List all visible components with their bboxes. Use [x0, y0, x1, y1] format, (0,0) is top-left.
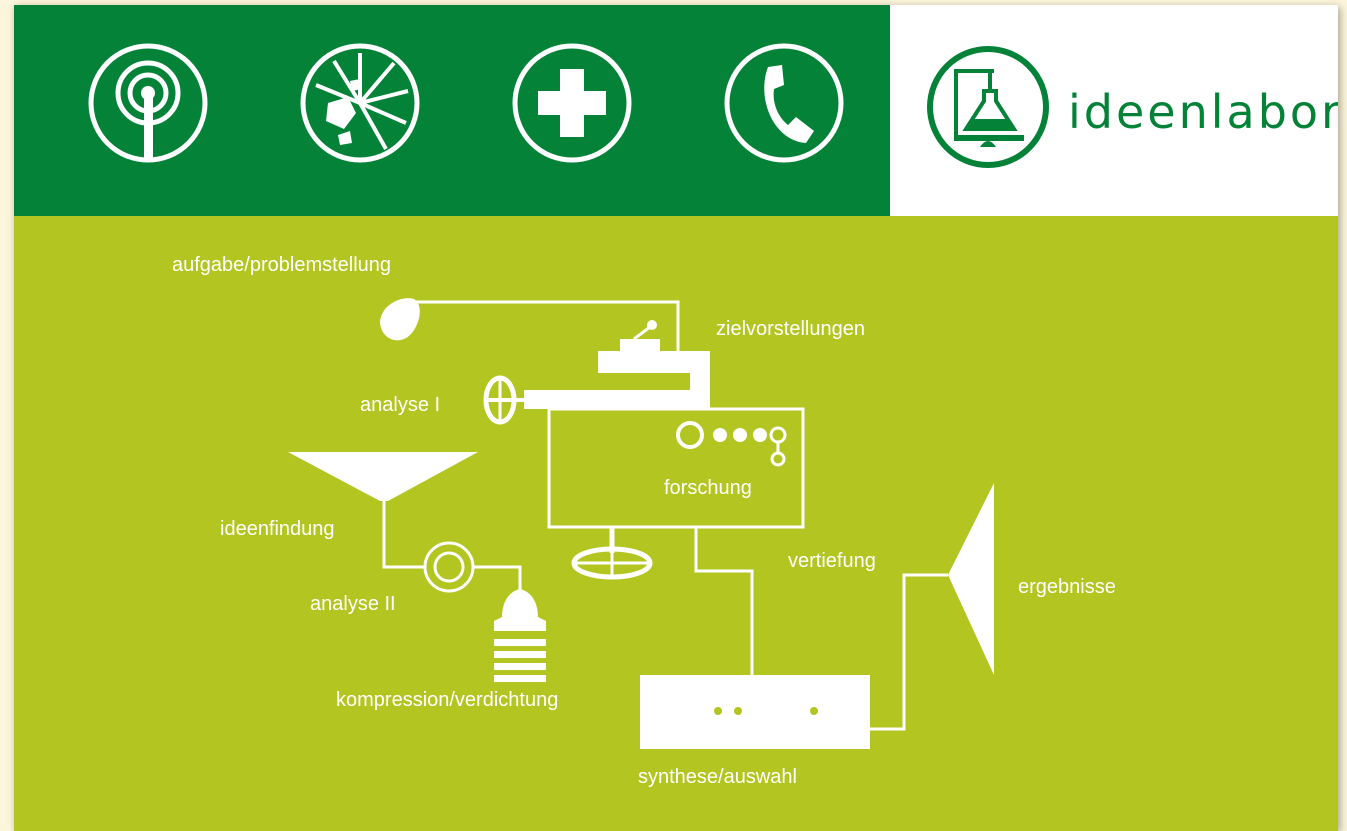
header-icon-bar — [14, 5, 890, 216]
kompression-bulb — [494, 589, 546, 631]
label-vertiefung: vertiefung — [788, 550, 876, 572]
label-analyse2: analyse II — [310, 593, 396, 615]
label-aufgabe: aufgabe/problemstellung — [172, 254, 392, 276]
connector-analyse2 — [474, 565, 522, 593]
antenna-icon — [88, 43, 208, 163]
synthese-box — [640, 675, 870, 749]
brand-panel: ideenlabor — [890, 5, 1338, 216]
connector-ideenfindung — [382, 499, 424, 569]
ziel-block — [620, 339, 660, 353]
telephone-icon — [724, 43, 844, 163]
connector-aufgabe — [416, 300, 680, 354]
ideenfindung-funnel — [288, 452, 478, 501]
label-ideenfindung: ideenfindung — [220, 518, 335, 540]
forschung-box — [547, 407, 805, 529]
ziel-base — [598, 351, 710, 373]
label-analyse1: analyse I — [360, 394, 441, 416]
label-ergebnisse: ergebnisse — [1018, 576, 1116, 598]
connector-forschung-synthese — [694, 527, 754, 681]
first-aid-cross-icon — [512, 43, 632, 163]
process-diagram — [288, 298, 994, 749]
analyse2-ring — [423, 541, 475, 593]
label-zielvorstellungen: zielvorstellungen — [716, 318, 865, 340]
brand-name: ideenlabor — [1068, 85, 1338, 139]
ideenlabor-card: ideenlabor — [14, 5, 1338, 831]
connector-vertiefung — [870, 573, 948, 731]
chemistry-lab-icon — [927, 46, 1049, 168]
label-forschung: forschung — [664, 477, 752, 499]
label-synthese: synthese/auswahl — [638, 766, 797, 788]
explosion-icon — [300, 43, 420, 163]
label-kompression: kompression/verdichtung — [336, 689, 559, 711]
aufgabe-bulb — [380, 298, 420, 341]
ergebnisse-horn — [948, 483, 994, 675]
